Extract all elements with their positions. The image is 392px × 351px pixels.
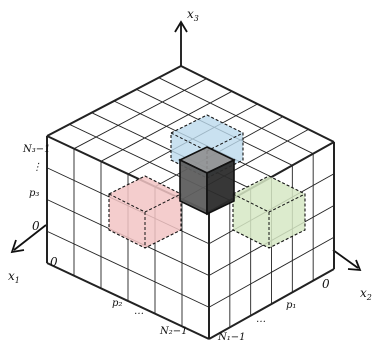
label-zero-x1: 0 <box>50 255 58 269</box>
box-edge <box>46 65 182 137</box>
label-p2: p₂ <box>112 298 122 309</box>
label-n2-minus-1: N₂−1 <box>159 326 188 337</box>
axis-x3 <box>174 20 188 66</box>
axis-x2 <box>332 249 362 272</box>
label-n3-minus-1: N₃−1 <box>22 144 51 155</box>
label-dots-right: … <box>256 314 266 325</box>
left-face-grid-line <box>46 230 210 308</box>
label-zero-x2: 0 <box>322 277 330 291</box>
label-zero-left: 0 <box>32 219 40 233</box>
highlight-x1-cell <box>108 175 182 249</box>
label-p3: p₃ <box>29 188 39 199</box>
axis-x2-label: x2 <box>360 286 372 302</box>
center-cell-right <box>206 158 235 216</box>
highlight-center-cell <box>178 146 236 216</box>
label-p1: p₁ <box>286 300 296 311</box>
box-edge <box>180 65 335 143</box>
axis-x1 <box>10 224 47 254</box>
box-edge <box>208 268 335 340</box>
axis-x3-label: x3 <box>187 7 199 23</box>
label-n1-minus-1: N₁−1 <box>217 332 246 343</box>
box-edge <box>46 262 210 340</box>
top-grid-line <box>158 77 314 155</box>
label-dots-front: … <box>134 306 144 317</box>
axis-x1-label: x1 <box>8 269 20 285</box>
label-dots-vertical: ⋮ <box>32 162 42 173</box>
right-face-grid-line <box>208 236 335 308</box>
highlight-x2-cell <box>232 175 306 249</box>
